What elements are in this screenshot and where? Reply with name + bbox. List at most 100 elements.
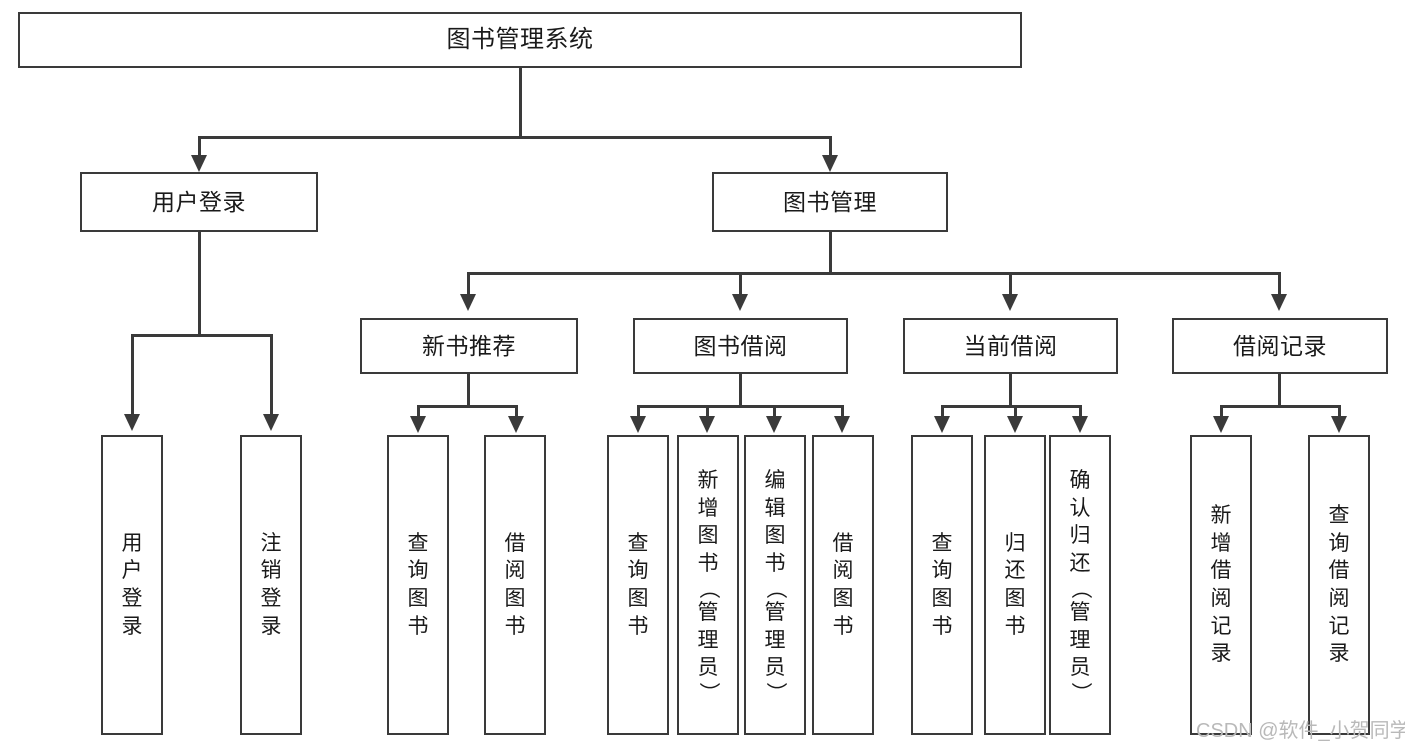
- leaf-label-char: 销: [260, 559, 282, 583]
- leaf-node-label: 借阅图书: [505, 530, 526, 641]
- leaf-label-char: 确: [1069, 468, 1091, 492]
- leaf-label-char: 书: [697, 552, 719, 576]
- leaf-node[interactable]: 注销登录: [240, 435, 302, 735]
- arrow-to-book-mgmt: [822, 155, 838, 172]
- arrow-to-user-login: [191, 155, 207, 172]
- node-label: 借阅记录: [1233, 332, 1327, 359]
- arrow-current-borrow-leaf2: [1007, 416, 1023, 433]
- leaf-label-char: 书: [931, 614, 953, 638]
- node-label: 用户登录: [152, 188, 246, 215]
- leaf-node[interactable]: 查询图书: [607, 435, 669, 735]
- leaf-label-char: 书: [1004, 614, 1026, 638]
- leaf-label-char: 户: [121, 559, 143, 583]
- leaf-label-char: 图: [697, 524, 719, 548]
- connector-borrow-leaf3: [773, 405, 776, 418]
- leaf-label-char: 询: [407, 559, 429, 583]
- leaf-node[interactable]: 编辑图书（管理员）: [744, 435, 806, 735]
- connector-borrow-leaf1: [637, 405, 640, 418]
- leaf-label-char: 员: [697, 656, 719, 680]
- leaf-node-label: 注销登录: [261, 530, 282, 641]
- connector-borrow-record-leaf1: [1220, 405, 1223, 418]
- connector-user-login-leaf1: [131, 334, 134, 416]
- arrow-borrow-leaf3: [766, 416, 782, 433]
- connector-root-stem: [519, 68, 522, 136]
- leaf-label-char: 注: [260, 531, 282, 555]
- arrow-current-borrow-leaf3: [1072, 416, 1088, 433]
- leaf-label-char: 查: [1328, 503, 1350, 527]
- leaf-label-char: 阅: [1210, 587, 1232, 610]
- leaf-label-char: 询: [1328, 531, 1350, 555]
- connector-user-login-bus: [131, 334, 272, 337]
- leaf-label-char: 图: [931, 587, 953, 610]
- connector-new-books-stem: [467, 374, 470, 405]
- leaf-label-char: 录: [1328, 642, 1350, 666]
- connector-to-new-books: [467, 272, 470, 296]
- leaf-label-char: 增: [697, 496, 719, 520]
- leaf-label-char: 理: [764, 628, 786, 652]
- connector-to-book-mgmt: [829, 136, 832, 158]
- arrow-user-login-leaf1: [124, 414, 140, 431]
- leaf-label-char: 员: [1069, 656, 1091, 680]
- leaf-label-char: 阅: [832, 559, 854, 583]
- leaf-node[interactable]: 新增图书（管理员）: [677, 435, 739, 735]
- connector-to-user-login: [198, 136, 201, 158]
- leaf-label-char: 管: [1069, 600, 1091, 624]
- leaf-label-char: ）: [763, 682, 787, 704]
- connector-borrow-record-stem: [1278, 374, 1281, 405]
- leaf-label-char: 归: [1004, 531, 1026, 555]
- arrow-to-borrow-record: [1271, 294, 1287, 311]
- leaf-node[interactable]: 确认归还（管理员）: [1049, 435, 1111, 735]
- connector-borrow-bus: [637, 405, 844, 408]
- leaf-node[interactable]: 查询图书: [387, 435, 449, 735]
- arrow-borrow-leaf4: [834, 416, 850, 433]
- leaf-node[interactable]: 新增借阅记录: [1190, 435, 1252, 735]
- connector-current-borrow-leaf1: [941, 405, 944, 418]
- leaf-node[interactable]: 查询借阅记录: [1308, 435, 1370, 735]
- node-label: 当前借阅: [963, 332, 1058, 359]
- arrow-current-borrow-leaf1: [934, 416, 950, 433]
- arrow-new-books-leaf1: [410, 416, 426, 433]
- leaf-label-char: ）: [1068, 682, 1092, 704]
- node-current-borrow[interactable]: 当前借阅: [903, 318, 1118, 374]
- leaf-label-char: 借: [1210, 559, 1232, 583]
- node-new-book-recommend[interactable]: 新书推荐: [360, 318, 578, 374]
- connector-new-books-leaf1: [417, 405, 420, 418]
- arrow-new-books-leaf2: [508, 416, 524, 433]
- leaf-node-label: 查询借阅记录: [1329, 502, 1350, 668]
- node-root-system[interactable]: 图书管理系统: [18, 12, 1022, 68]
- node-user-login[interactable]: 用户登录: [80, 172, 318, 232]
- connector-user-login-leaf2: [270, 334, 273, 416]
- connector-borrow-record-leaf2: [1338, 405, 1341, 418]
- node-book-management[interactable]: 图书管理: [712, 172, 948, 232]
- leaf-node-label: 查询图书: [628, 530, 649, 641]
- node-book-borrow[interactable]: 图书借阅: [633, 318, 848, 374]
- leaf-node[interactable]: 用户登录: [101, 435, 163, 735]
- leaf-label-char: 归: [1069, 524, 1091, 548]
- leaf-node-label: 新增图书（管理员）: [697, 467, 720, 703]
- leaf-label-char: 借: [504, 531, 526, 555]
- leaf-label-char: 还: [1004, 559, 1026, 583]
- leaf-label-char: 书: [832, 614, 854, 638]
- leaf-label-char: 查: [407, 531, 429, 555]
- leaf-label-char: 图: [504, 587, 526, 610]
- leaf-node[interactable]: 借阅图书: [484, 435, 546, 735]
- arrow-to-new-books: [460, 294, 476, 311]
- leaf-label-char: 阅: [1328, 587, 1350, 610]
- leaf-label-char: 图: [627, 587, 649, 610]
- leaf-label-char: 理: [697, 628, 719, 652]
- leaf-node-label: 编辑图书（管理员）: [763, 467, 787, 704]
- leaf-node[interactable]: 查询图书: [911, 435, 973, 735]
- leaf-label-char: 理: [1069, 628, 1091, 652]
- node-borrow-record[interactable]: 借阅记录: [1172, 318, 1388, 374]
- leaf-label-char: 图: [764, 524, 786, 548]
- connector-borrow-stem: [739, 374, 742, 405]
- connector-borrow-record-bus: [1220, 405, 1340, 408]
- connector-current-borrow-stem: [1009, 374, 1012, 405]
- leaf-node[interactable]: 借阅图书: [812, 435, 874, 735]
- arrow-borrow-record-leaf2: [1331, 416, 1347, 433]
- leaf-label-char: 录: [1210, 642, 1232, 666]
- leaf-label-char: 图: [832, 587, 854, 610]
- connector-to-current-borrow: [1009, 272, 1012, 296]
- leaf-node[interactable]: 归还图书: [984, 435, 1046, 735]
- leaf-label-char: 查: [931, 531, 953, 555]
